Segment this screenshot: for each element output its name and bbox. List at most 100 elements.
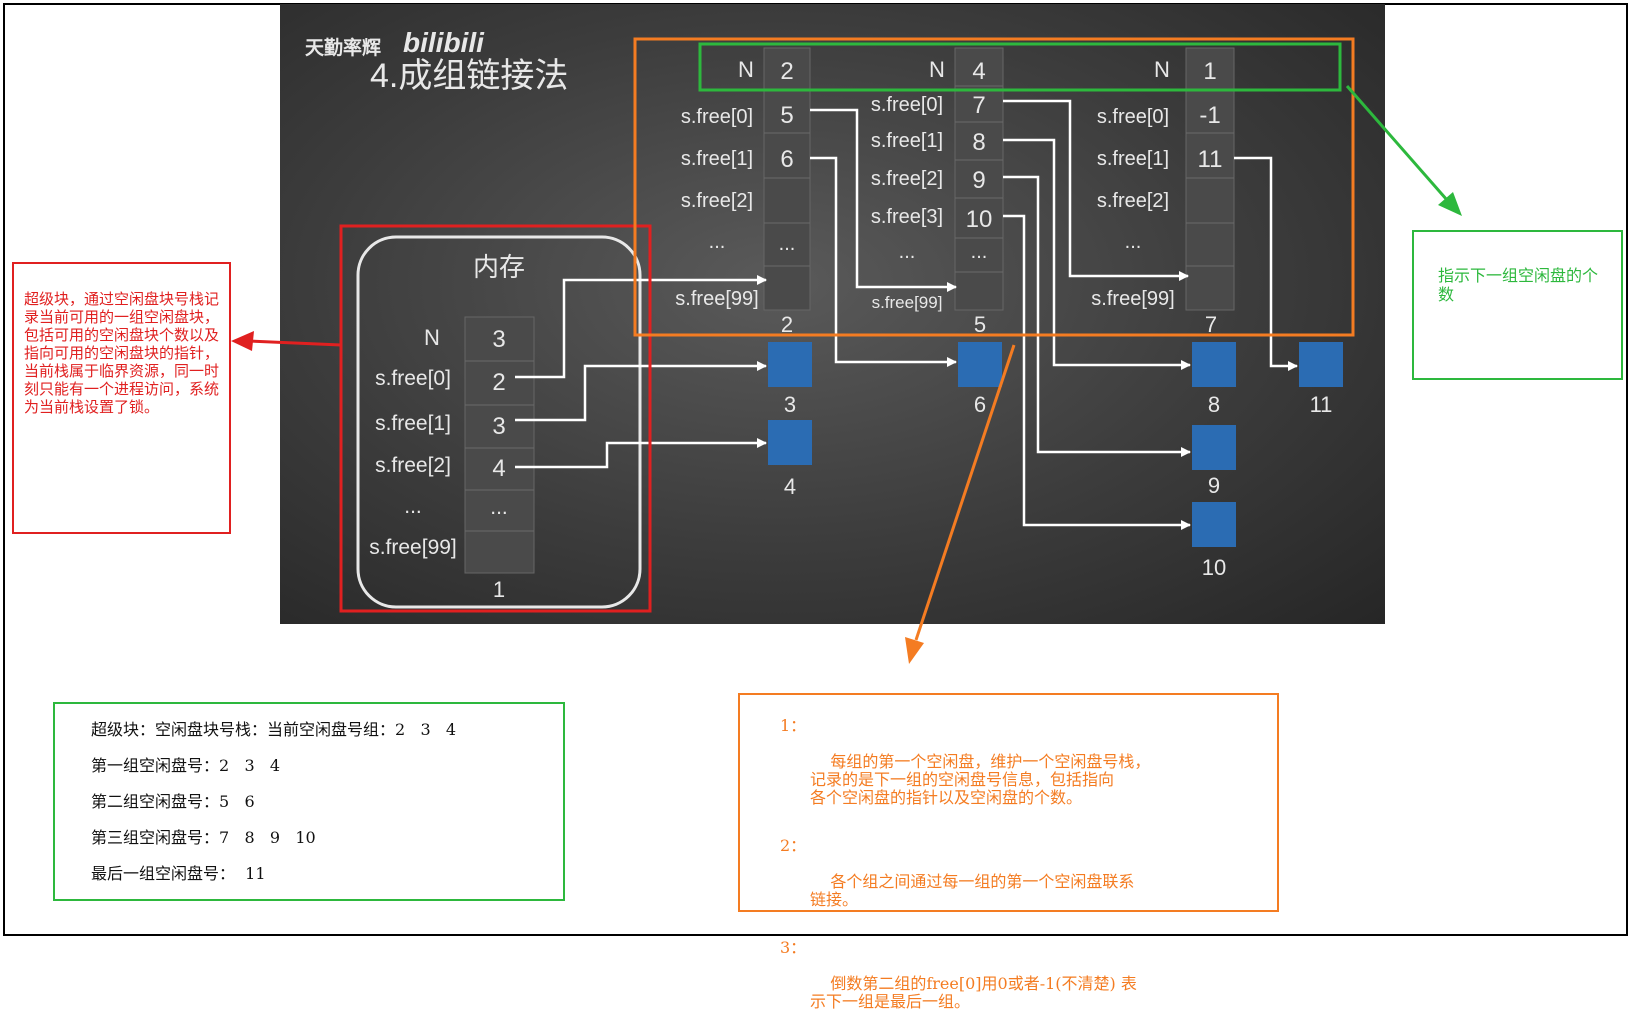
g2-label-n: N	[929, 57, 945, 82]
mem-block-number: 1	[493, 577, 505, 602]
arrow-g1-free1-to-block6	[810, 156, 957, 367]
mem-label-free0: s.free[0]	[375, 367, 451, 390]
group-block-2: N s.free[0] s.free[1] s.free[2] ... s.fr…	[675, 47, 811, 337]
summary-line-group2: 第二组空闲盘号：5 6	[91, 792, 255, 811]
disk-block-10	[1192, 502, 1236, 547]
arrow-mem-free0-to-block2	[515, 275, 767, 379]
watermark-text: 天勤率辉	[305, 36, 381, 59]
free-block-chain-diagram: 天勤率辉 bilibili 4.成组链接法 内存 N s.free[0] s.f…	[231, 27, 1462, 664]
disk-block-3-label: 3	[784, 392, 796, 417]
disk-block-8-label: 8	[1208, 392, 1220, 417]
explanation-num-2: 2：	[780, 836, 807, 855]
g3-label-dots: ...	[1125, 231, 1142, 253]
mem-label-free2: s.free[2]	[375, 454, 451, 477]
mem-value-n: 3	[492, 326, 505, 353]
g2-label-free99: s.free[99]	[872, 293, 943, 312]
g2-value-free3: 10	[966, 206, 993, 233]
summary-line-group3: 第三组空闲盘号：7 8 9 10	[91, 828, 316, 847]
group-summary-note: 超级块：空闲盘块号栈：当前空闲盘号组：2 3 4 第一组空闲盘号：2 3 4 第…	[53, 702, 565, 901]
red-arrow-head	[231, 331, 254, 351]
explanation-item-3: 3： 倒数第二组的free[0]用0或者-1(不清楚) 表 示下一组是最后一组。	[780, 939, 1257, 1029]
summary-line-group1: 第一组空闲盘号：2 3 4	[91, 756, 281, 775]
g3-label-n: N	[1154, 57, 1170, 82]
group-block-5: N s.free[0] s.free[1] s.free[2] s.free[3…	[871, 47, 1004, 337]
mem-label-free99: s.free[99]	[369, 536, 457, 559]
next-group-count-note-text: 指示下一组空闲盘的个数	[1438, 266, 1599, 304]
disk-block-10-label: 10	[1202, 555, 1226, 580]
mem-value-free2: 4	[492, 455, 505, 482]
explanation-num-1: 1：	[780, 716, 807, 735]
mem-value-free0: 2	[492, 369, 505, 396]
explanation-item-1: 1： 每组的第一个空闲盘，维护一个空闲盘号栈， 记录的是下一组的空闲盘号信息，包…	[780, 717, 1257, 825]
g1-label-n: N	[738, 57, 754, 82]
disk-block-3	[768, 342, 812, 387]
mem-label-n: N	[424, 325, 440, 350]
green-arrow-head	[1438, 192, 1462, 216]
memory-label: 内存	[473, 252, 525, 282]
g2-label-free3: s.free[3]	[871, 206, 943, 228]
g2-block-number: 5	[974, 312, 986, 337]
g1-value-free1: 6	[780, 146, 793, 173]
pointer-arrows	[515, 99, 1298, 530]
disk-block-8	[1192, 342, 1236, 387]
mem-label-free1: s.free[1]	[375, 412, 451, 435]
arrow-g1-free0-to-block5	[810, 108, 957, 292]
g2-value-free0: 7	[972, 92, 985, 119]
next-group-count-note: 指示下一组空闲盘的个数	[1412, 230, 1623, 380]
group-block-7: N s.free[0] s.free[1] s.free[2] ... s.fr…	[1091, 47, 1235, 337]
disk-block-9-label: 9	[1208, 473, 1220, 498]
bilibili-logo: bilibili	[403, 27, 485, 58]
g1-label-free99: s.free[99]	[675, 288, 758, 310]
g2-value-free1: 8	[972, 129, 985, 156]
explanation-num-3: 3：	[780, 938, 807, 957]
arrow-mem-free2-to-block4	[515, 438, 767, 469]
g3-label-free99: s.free[99]	[1091, 288, 1174, 310]
explanation-note: 1： 每组的第一个空闲盘，维护一个空闲盘号栈， 记录的是下一组的空闲盘号信息，包…	[738, 693, 1279, 1011]
g2-value-free2: 9	[972, 167, 985, 194]
g3-block-number: 7	[1205, 312, 1217, 337]
arrow-g2-free1-to-block8	[1003, 138, 1191, 370]
g3-label-free2: s.free[2]	[1097, 190, 1169, 212]
g1-value-n: 2	[780, 58, 793, 85]
g1-label-free1: s.free[1]	[681, 148, 753, 170]
slide-title: 4.成组链接法	[370, 57, 568, 95]
g2-label-free2: s.free[2]	[871, 168, 943, 190]
g3-value-free0: -1	[1199, 102, 1220, 129]
g2-label-dots: ...	[899, 241, 916, 263]
g1-value-free0: 5	[780, 102, 793, 129]
mem-value-free1: 3	[492, 413, 505, 440]
g3-label-free0: s.free[0]	[1097, 106, 1169, 128]
arrow-g2-free0-to-block7	[1003, 99, 1189, 281]
explanation-item-2: 2： 各个组之间通过每一组的第一个空闲盘联系 链接。	[780, 837, 1257, 927]
disk-block-6-label: 6	[974, 392, 986, 417]
superblock-stack: N s.free[0] s.free[1] s.free[2] ... s.fr…	[369, 316, 535, 602]
memory-highlight-box	[339, 224, 652, 613]
g1-value-dots: ...	[779, 233, 796, 255]
explanation-text-3: 倒数第二组的free[0]用0或者-1(不清楚) 表 示下一组是最后一组。	[810, 974, 1137, 1011]
groups-highlight-box	[633, 37, 1355, 337]
disk-block-6	[958, 342, 1002, 387]
summary-line-last-group: 最后一组空闲盘号： 11	[91, 864, 266, 883]
g3-label-free1: s.free[1]	[1097, 148, 1169, 170]
summary-line-superblock: 超级块：空闲盘块号栈：当前空闲盘号组：2 3 4	[91, 720, 457, 739]
arrow-g2-free2-to-block9	[1003, 175, 1191, 457]
g3-value-free1: 11	[1198, 146, 1223, 173]
g1-label-free2: s.free[2]	[681, 190, 753, 212]
disk-block-11-label: 11	[1310, 392, 1333, 417]
arrow-mem-free1-to-block3	[515, 361, 767, 422]
g2-label-free0: s.free[0]	[871, 94, 943, 116]
superblock-note-text: 超级块，通过空闲盘块号栈记录当前可用的一组空闲盘块，包括可用的空闲盘块个数以及指…	[24, 290, 220, 416]
g2-value-dots: ...	[971, 241, 988, 263]
explanation-text-1: 每组的第一个空闲盘，维护一个空闲盘号栈， 记录的是下一组的空闲盘号信息，包括指向…	[810, 752, 1151, 807]
orange-arrow-head	[905, 637, 924, 664]
disk-blocks: 3 4 6 8 9 10 11	[768, 342, 1343, 580]
g1-label-dots: ...	[709, 231, 726, 253]
green-arrow-line	[1345, 85, 1449, 201]
disk-block-4-label: 4	[784, 474, 796, 499]
mem-label-dots: ...	[404, 495, 422, 518]
g3-value-n: 1	[1203, 58, 1216, 85]
mem-value-dots: ...	[490, 496, 508, 519]
memory-box	[356, 235, 642, 609]
g1-label-free0: s.free[0]	[681, 106, 753, 128]
g2-label-free1: s.free[1]	[871, 130, 943, 152]
